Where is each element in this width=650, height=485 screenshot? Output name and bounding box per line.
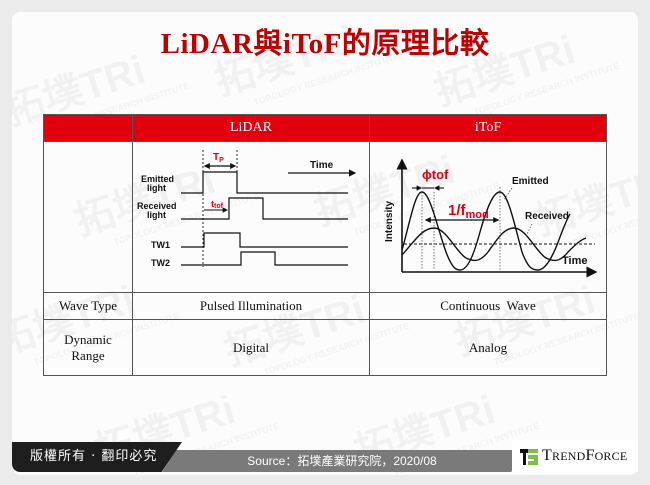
copyright-text: 版權所有 · 翻印必究 <box>12 442 182 472</box>
received-label-1: Received <box>137 201 177 211</box>
trendforce-wordmark: TRENDFORCE <box>542 447 628 464</box>
table-header-row: LiDAR iToF <box>43 114 607 142</box>
cell-empty <box>43 141 133 293</box>
cell-lidar-dynamic-range: Digital <box>132 319 370 376</box>
tw2-signal <box>181 251 348 266</box>
source-text: Source：拓墣產業研究院，2020/08 <box>162 450 522 472</box>
time-label: Time <box>562 255 587 267</box>
header-lidar: LiDAR <box>132 114 370 142</box>
intensity-label: Intensity <box>384 200 395 242</box>
header-empty <box>43 114 133 142</box>
footer: Source：拓墣產業研究院，2020/08 版權所有 · 翻印必究 TREND… <box>12 440 638 472</box>
trendforce-brand: TRENDFORCE <box>512 440 638 472</box>
cell-itof-diagram: Intensity Time ϕtof 1/fmod <box>369 141 607 293</box>
trendforce-logo-icon <box>520 449 538 465</box>
itof-waveform-diagram: Intensity Time ϕtof 1/fmod <box>384 158 598 278</box>
table-row-wave-type: Wave Type Pulsed Illumination Continuous… <box>43 292 607 320</box>
received-light-signal <box>181 197 348 220</box>
tp-label: T <box>213 152 219 163</box>
table-row-diagrams: TP Time Emitted light Received light tto… <box>43 141 607 293</box>
cell-lidar-diagram: TP Time Emitted light Received light tto… <box>132 141 370 293</box>
row-label-wave-type: Wave Type <box>43 292 133 320</box>
received-label-2: light <box>147 210 166 220</box>
emitted-wave <box>401 191 571 271</box>
cell-itof-dynamic-range: Analog <box>369 319 607 376</box>
emitted-label-2: light <box>147 183 166 193</box>
svg-text:1/fmod: 1/fmod <box>448 202 489 221</box>
svg-text:ttof: ttof <box>211 199 224 210</box>
received-label: Received <box>525 211 569 222</box>
time-label: Time <box>310 160 334 171</box>
lidar-timing-diagram: TP Time Emitted light Received light tto… <box>137 150 357 268</box>
svg-text:TP: TP <box>213 152 224 164</box>
comparison-table: LiDAR iToF TP Time Emitted <box>43 114 607 376</box>
tw1-signal <box>181 232 348 248</box>
emitted-label-1: Emitted <box>141 174 174 184</box>
emitted-light-signal <box>181 171 348 194</box>
ttof-label: t <box>211 199 214 209</box>
tw2-label: TW2 <box>151 258 170 268</box>
fmod-label: 1/f <box>448 202 467 219</box>
cell-lidar-wave-type: Pulsed Illumination <box>132 292 370 320</box>
cell-itof-wave-type: Continuous Wave <box>369 292 607 320</box>
phi-tof-label: ϕtof <box>422 167 449 182</box>
emitted-label: Emitted <box>512 176 549 187</box>
page-title: LiDAR與iToF的原理比較 <box>160 28 490 60</box>
tw1-label: TW1 <box>151 240 170 250</box>
header-itof: iToF <box>369 114 607 142</box>
received-wave <box>401 227 587 262</box>
